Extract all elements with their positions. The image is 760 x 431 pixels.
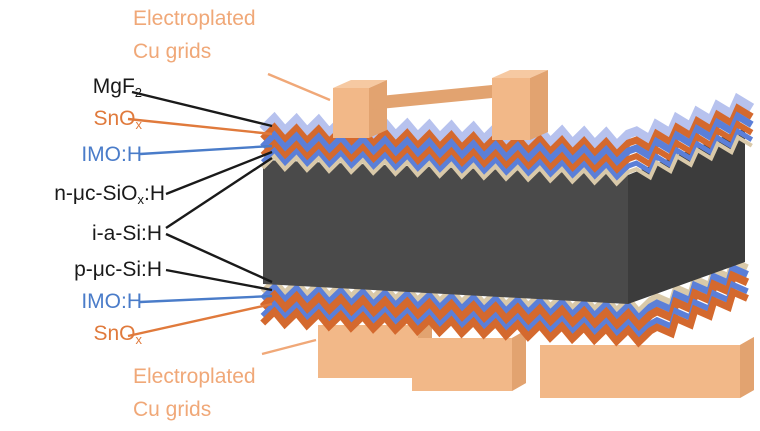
top-grid-rail xyxy=(369,85,492,110)
p-layer-leader xyxy=(165,268,273,292)
bottom-cu-grids xyxy=(318,317,754,398)
n-layer-leader-1 xyxy=(165,150,273,196)
bottom-grid-label-line2: Cu grids xyxy=(133,398,212,421)
leader-lines xyxy=(127,72,331,356)
bottom-grid-label-line1: Electroplated xyxy=(133,365,256,388)
sno-top-leader xyxy=(127,117,273,136)
sno-bottom-leader xyxy=(127,302,273,338)
top-grid-1-front xyxy=(333,88,369,138)
top-grid-2-top xyxy=(492,70,548,78)
imo-top-label: IMO:H xyxy=(81,143,142,166)
sno-top-label: SnOx xyxy=(93,107,142,132)
top-grid-2-side xyxy=(530,70,548,140)
wafer-side-face xyxy=(628,128,745,304)
top-sno-layer-2 xyxy=(260,120,754,175)
imo-bottom-leader xyxy=(139,294,273,304)
sno-bottom-label: SnOx xyxy=(93,322,142,347)
bottom-layer-stack xyxy=(259,256,750,348)
bottom-grid-side-3 xyxy=(740,337,754,398)
i-layer-label: i-a-Si:H xyxy=(91,222,162,245)
top-n-layer xyxy=(261,134,753,187)
n-layer-label: n-μc-SiOx:H xyxy=(54,182,165,207)
mgf2-label: MgF2 xyxy=(92,75,142,100)
p-layer-label: p-μc-Si:H xyxy=(74,258,162,281)
top-grid-leader xyxy=(267,72,331,102)
imo-top-leader xyxy=(139,144,273,156)
mgf2-leader xyxy=(131,90,273,128)
wafer-front-face xyxy=(263,160,628,304)
top-imo-layer xyxy=(260,111,754,168)
bottom-grid-leader xyxy=(261,338,317,356)
bottom-sno-layer-2 xyxy=(260,287,749,348)
top-grid-label-line1: Electroplated xyxy=(133,7,256,30)
top-grid-label-line2: Cu grids xyxy=(133,40,212,63)
bottom-grid-2 xyxy=(412,330,526,391)
top-grid-2-front xyxy=(492,78,530,140)
imo-bottom-label: IMO:H xyxy=(81,290,142,313)
i-layer-leader-1 xyxy=(165,156,273,230)
bottom-grid-1 xyxy=(318,317,432,378)
top-cu-grids xyxy=(333,70,548,140)
silicon-wafer xyxy=(263,128,745,304)
bottom-grid-3 xyxy=(540,337,754,398)
top-imo-layer-2 xyxy=(260,127,754,182)
bottom-grid-side-2 xyxy=(512,330,526,391)
i-layer-leader-2 xyxy=(165,232,273,284)
